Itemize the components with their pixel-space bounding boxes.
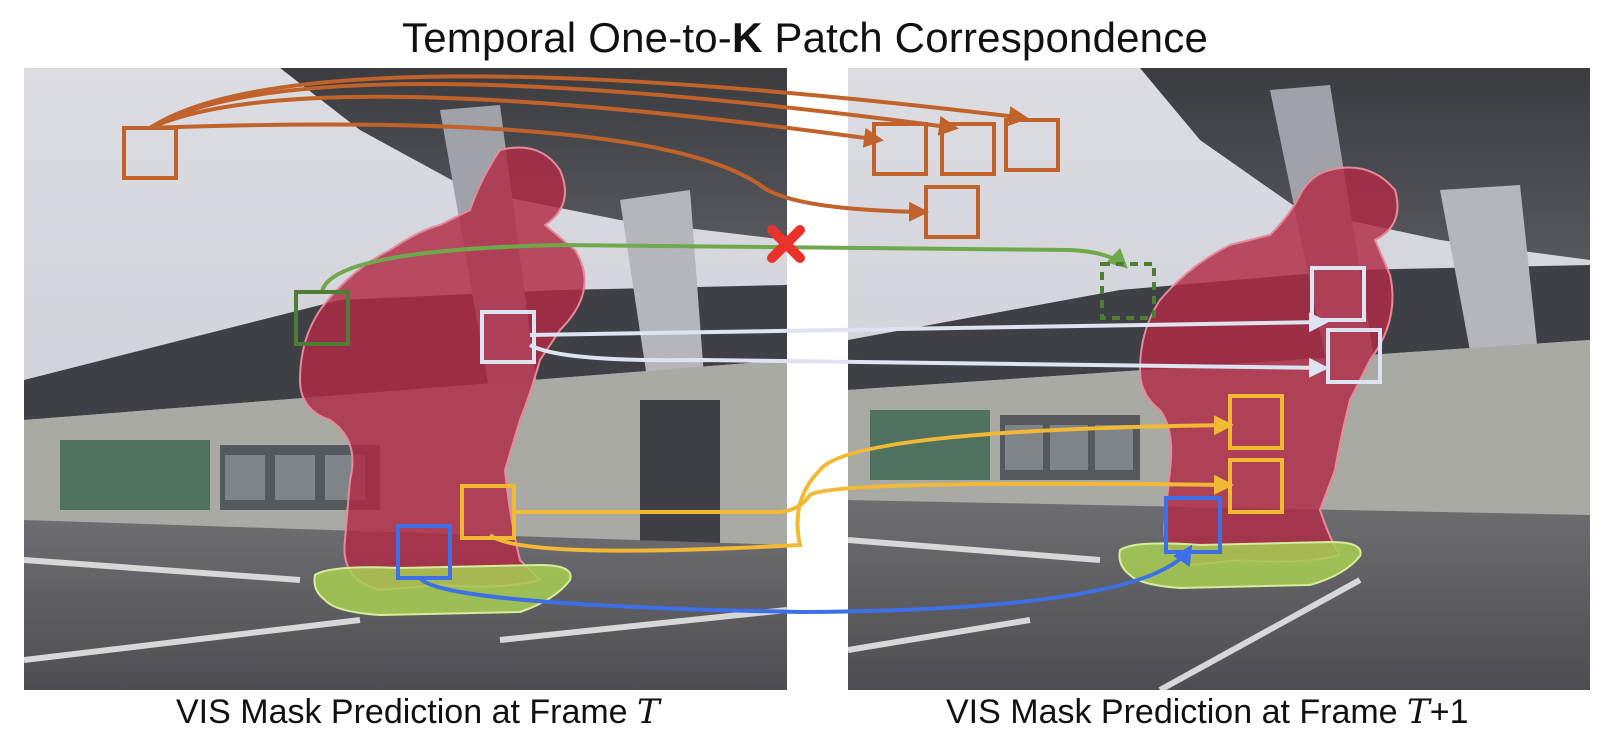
frame-t1-caption-text: VIS Mask Prediction at Frame: [946, 693, 1408, 731]
yellow-target-patch-1: [1228, 394, 1284, 450]
frame-t1-variable: T: [1407, 692, 1430, 732]
orange-source-patch: [122, 126, 178, 180]
yellow-arrow-1: [488, 415, 1234, 553]
orange-arrow-3: [148, 74, 1029, 130]
orange-target-patch-3: [1004, 118, 1060, 172]
yellow-arrow-2: [512, 474, 1234, 514]
lavender-arrow-2: [529, 343, 1329, 378]
blue-correspondence: [396, 496, 1222, 615]
frame-t-caption-text: VIS Mask Prediction at Frame: [176, 693, 638, 731]
orange-target-patch-1: [872, 122, 928, 176]
lavender-target-patch-1: [1310, 266, 1366, 322]
green-correspondence: [294, 225, 1156, 346]
blue-target-patch: [1164, 496, 1222, 554]
figure-title: Temporal One-to-K Patch Correspondence: [0, 14, 1610, 62]
frame-t-variable: T: [637, 692, 660, 732]
orange-arrow-1: [149, 94, 884, 148]
frame-t1-suffix: +1: [1429, 693, 1469, 731]
yellow-correspondence: [460, 394, 1284, 553]
title-prefix: Temporal One-to-: [402, 14, 732, 61]
orange-target-patch-2: [940, 122, 996, 176]
frame-t-caption: VIS Mask Prediction at Frame T: [176, 692, 660, 732]
orange-arrow-4: [149, 122, 929, 222]
green-arrow: [320, 242, 1128, 293]
orange-correspondence: [122, 74, 1060, 239]
title-k: K: [732, 14, 763, 61]
orange-arrow-2: [148, 82, 959, 136]
orange-target-patch-4: [924, 185, 980, 239]
green-target-patch-dotted: [1100, 262, 1156, 320]
lavender-source-patch: [480, 310, 536, 364]
yellow-target-patch-2: [1228, 458, 1284, 514]
green-source-patch: [294, 290, 350, 346]
title-suffix: Patch Correspondence: [762, 14, 1208, 61]
lavender-arrow-1: [529, 312, 1329, 337]
lavender-target-patch-2: [1326, 328, 1382, 384]
blue-arrow: [418, 544, 1193, 615]
blue-source-patch: [396, 524, 452, 580]
frame-t1-image: [848, 68, 1590, 690]
frame-t-image: [24, 68, 787, 690]
lavender-correspondence: [480, 266, 1382, 384]
yellow-source-patch: [460, 484, 516, 540]
frame-t1-caption: VIS Mask Prediction at Frame T+1: [946, 692, 1469, 732]
invalid-x-icon: [767, 225, 805, 263]
